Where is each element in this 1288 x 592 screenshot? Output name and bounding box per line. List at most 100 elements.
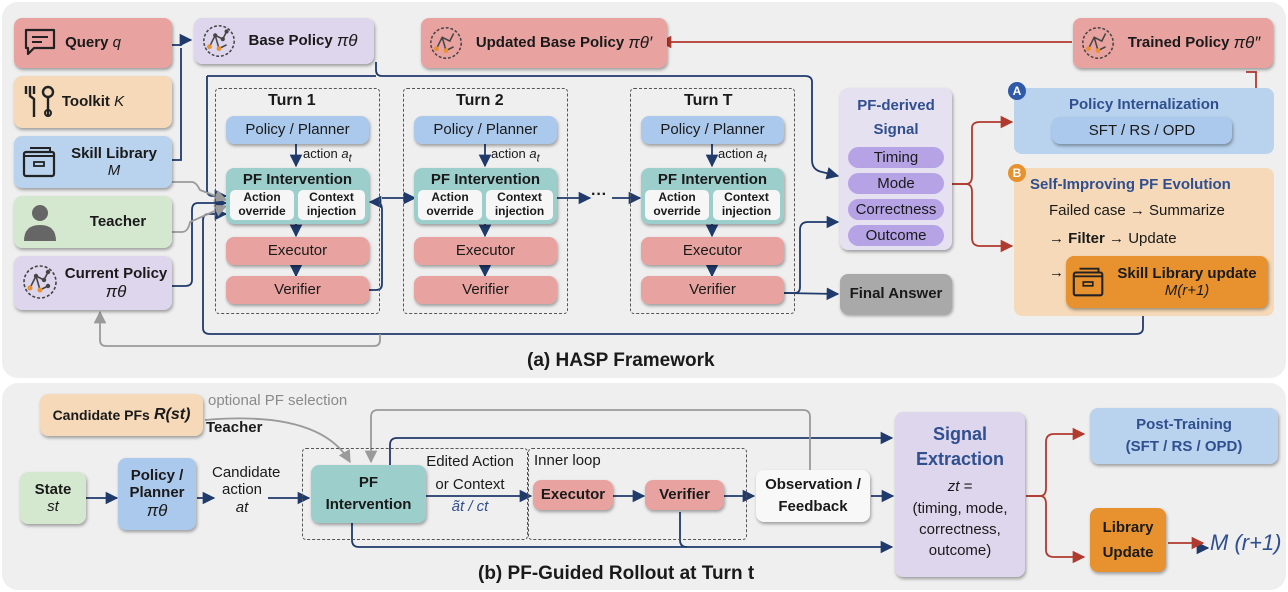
policy-planner-1: Policy / Planner [226,116,369,144]
toolkit-box: Toolkit K [14,76,172,128]
action-label-2: action at [491,146,540,165]
trained-policy-var: πθ″ [1233,33,1261,53]
pf-frame-bottom [302,448,528,540]
tools-icon [24,85,55,117]
pf-derived-signal-title: PF-derived Signal [857,97,935,138]
evolution-arrow: → [1049,264,1064,281]
evolution-step-1: Failed case → Summarize [1049,202,1225,219]
chat-icon [24,28,56,56]
skill-library-var: M [107,162,121,179]
action-override-t: Action override [645,190,709,220]
wire-current-to-pf [172,196,228,287]
turn-1-title: Turn 1 [268,92,316,109]
updated-policy-label: Updated Base Policy [475,34,625,52]
person-icon [24,205,56,241]
library-update-box: Library Update [1090,508,1166,572]
final-answer-label: Final Answer [849,285,943,303]
policy-planner-2: Policy / Planner [414,116,557,144]
updated-base-policy-box: Updated Base Policy πθ′ [421,18,667,68]
action-override-2: Action override [418,190,482,220]
policy-planner-t: Policy / Planner [641,116,784,144]
caption-a: (a) HASP Framework [527,350,715,371]
trained-policy-box: Trained Policy πθ″ [1073,18,1273,68]
query-label: Query [65,34,109,52]
wire-pf-signal [389,431,894,465]
updated-policy-var: πθ′ [628,33,653,53]
optional-selection-label: optional PF selection [208,392,348,409]
current-policy-label: Current Policy [64,264,168,282]
wire-optional-selection [204,417,351,464]
turn-1-frame [215,88,380,314]
observation-feedback-box: Observation / Feedback [756,470,870,522]
verifier-1: Verifier [226,276,369,304]
m-next-label: M (r+1) [1210,530,1282,555]
action-label-t: action at [718,146,767,165]
policy-planner-bottom: Policy / Planner πθ [118,458,196,530]
state-box: State st [20,472,86,524]
wire-verifier-final [783,287,840,301]
executor-1: Executor [226,237,369,265]
context-injection-2: Context injection [486,190,553,220]
context-injection-t: Context injection [713,190,780,220]
pf-intervention-bottom: PF Intervention [311,465,426,523]
action-override-1: Action override [230,190,294,220]
candidate-pfs-box: Candidate PFs R(st) [40,394,203,436]
network-icon [203,25,235,57]
panel-pf-guided-rollout [2,383,1286,590]
candidate-action-label: Candidate action at [212,464,281,516]
skill-library-update-box: Skill Library update M(r+1) [1066,256,1268,308]
turn-t-title: Turn T [684,92,733,109]
turn-ellipsis: ··· [591,186,607,203]
network-icon [1082,27,1114,59]
network-icon [23,265,57,299]
caption-b: (b) PF-Guided Rollout at Turn t [478,563,755,584]
signal-mode: Mode [848,173,944,194]
verifier-bottom: Verifier [645,480,724,510]
internalization-methods: SFT / RS / OPD [1052,117,1232,144]
trained-policy-label: Trained Policy [1127,34,1230,52]
teacher-label-bottom: Teacher [206,419,263,436]
wire-base-to-signal [375,62,840,180]
badge-a: A [1008,82,1026,100]
executor-2: Executor [414,237,557,265]
pf-derived-signal-box: PF-derived Signal [840,88,952,250]
executor-t: Executor [641,237,784,265]
turn-2-title: Turn 2 [456,92,504,109]
wire-query-base [172,33,193,47]
inner-loop-frame [528,448,747,540]
wire-gray-loop [93,310,381,347]
signal-correctness: Correctness [848,199,944,220]
wire-skill-bracket [172,48,182,161]
signal-timing: Timing [848,147,944,168]
base-policy-label: Base Policy [248,32,333,50]
verifier-2: Verifier [414,276,557,304]
turn-2-frame [403,88,568,314]
skill-library-label: Skill Library [71,144,157,162]
folder-icon [1072,267,1104,297]
policy-internalization-title: Policy Internalization [1068,96,1220,113]
toolkit-label: Toolkit [61,93,110,111]
turn-t-frame [630,88,795,314]
current-policy-box: Current Policy πθ [14,256,172,310]
action-label-1: action at [303,146,352,165]
post-training-box: Post-Training (SFT / RS / OPD) [1090,408,1278,464]
verifier-t: Verifier [641,276,784,304]
evolution-step-2: → Filter → Update [1049,230,1177,247]
signal-outcome: Outcome [848,225,944,246]
current-policy-var: πθ [105,281,127,301]
edited-action-label: Edited Action or Context ãt / ct [426,453,514,515]
context-injection-1: Context injection [298,190,365,220]
wire-base-to-pf [206,76,228,203]
teacher-label: Teacher [89,213,147,231]
query-var: q [112,34,121,52]
final-answer-box: Final Answer [840,274,952,314]
folder-icon [22,147,56,178]
inner-loop-label: Inner loop [534,452,601,469]
skill-update-var: M(r+1) [1164,282,1210,299]
executor-bottom: Executor [533,480,613,510]
base-policy-box: Base Policy πθ [194,18,374,64]
badge-b: B [1008,164,1026,182]
skill-library-box: Skill Library M [14,136,172,188]
toolkit-var: K [114,93,125,111]
